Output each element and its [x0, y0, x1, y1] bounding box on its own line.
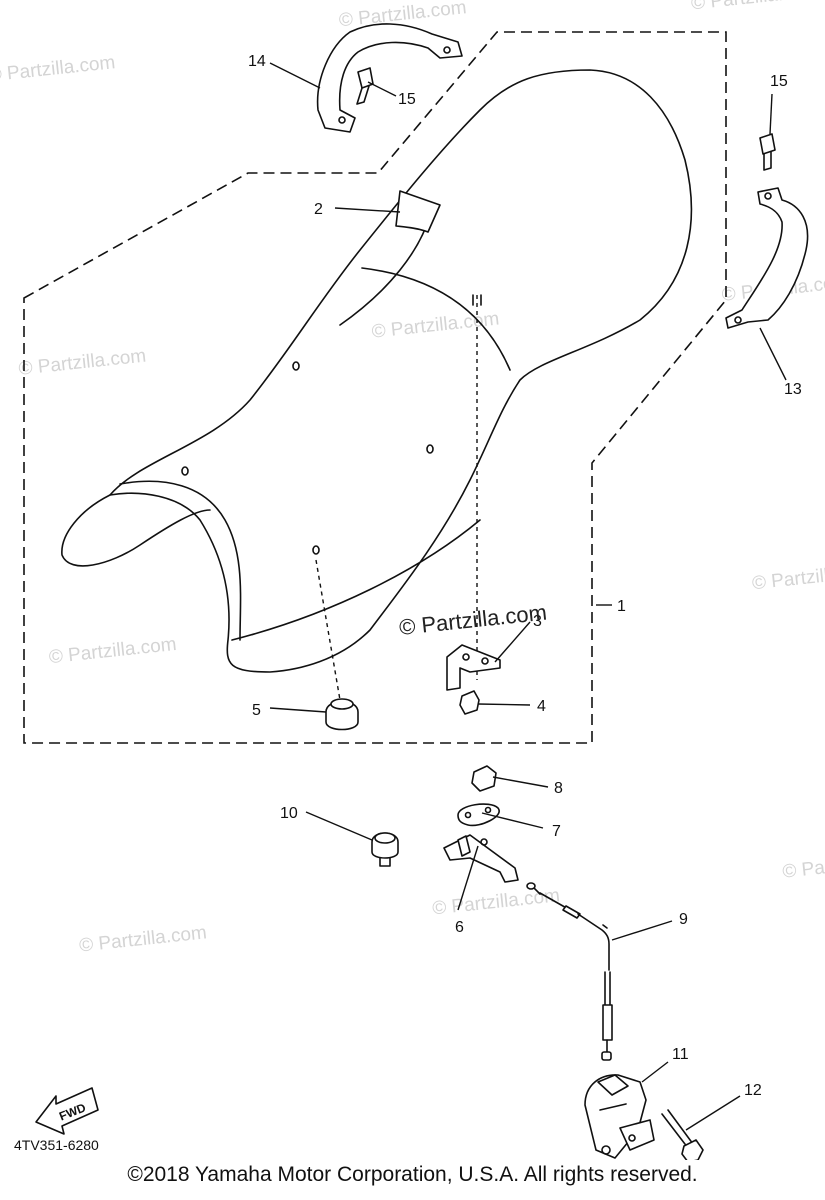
watermark-text: © Partzilla.com: [781, 848, 825, 882]
part-label-4: 4: [537, 698, 546, 715]
part-14-grab-bar: [316, 23, 463, 133]
part-label-1: 1: [617, 598, 626, 615]
part-label-13: 13: [784, 381, 802, 398]
part-label-7: 7: [552, 823, 561, 840]
watermark-text: © Partzilla.com: [48, 634, 178, 668]
parts-diagram: © Partzilla.com © Partzilla.com © Partzi…: [0, 0, 825, 1160]
part-label-5: 5: [252, 702, 261, 719]
part-9-cable: [526, 882, 613, 1061]
watermark-text: © Partzilla.com: [78, 922, 208, 956]
seat-drawing: [61, 69, 693, 673]
part-label-10: 10: [280, 805, 298, 822]
part-label-14: 14: [248, 53, 266, 70]
copyright-notice: ©2018 Yamaha Motor Corporation, U.S.A. A…: [127, 1163, 698, 1186]
part-label-2: 2: [314, 201, 323, 218]
part-3-bracket: [446, 644, 501, 691]
part-4-nut: [459, 690, 480, 715]
diagram-code: 4TV351-6280: [14, 1137, 99, 1153]
fwd-arrow-icon: FWD: [35, 1087, 99, 1135]
part-7-plate: [457, 803, 501, 827]
watermark-text: © Partzilla.com: [371, 308, 501, 342]
watermark-text: © Partzilla.com: [690, 0, 820, 14]
part-5-damper: [325, 698, 359, 731]
part-6-hook: [443, 834, 519, 883]
part-13-grab-bar: [725, 187, 809, 329]
part-label-11: 11: [672, 1046, 689, 1063]
part-label-6: 6: [455, 919, 464, 936]
part-label-15-right: 15: [770, 73, 788, 90]
part-10-damper: [371, 832, 399, 867]
leader-lines: [269, 62, 787, 1131]
part-12-bolt: [661, 1109, 704, 1160]
part-15-bolt-left: [356, 67, 374, 105]
part-label-9: 9: [679, 911, 688, 928]
hardware-line: [315, 559, 341, 701]
center-watermark: © Partzilla.com: [398, 600, 548, 640]
watermark-layer: © Partzilla.com © Partzilla.com © Partzi…: [0, 0, 825, 957]
part-number-labels: 1 2 3 4 5 6 7 8 9 10 11 12 13 14 15 15: [248, 53, 802, 1099]
part-15-bolt-right: [759, 133, 776, 171]
part-11-lock: [584, 1074, 655, 1159]
watermark-text: © Partzilla.com: [751, 560, 825, 594]
part-label-3: 3: [533, 613, 542, 630]
watermark-text: © Partzilla.com: [0, 52, 116, 86]
part-2-strap: [395, 190, 441, 233]
part-label-12: 12: [744, 1082, 762, 1099]
watermark-text: © Partzilla.com: [18, 346, 148, 380]
part-8-nut: [471, 765, 497, 792]
assembly-boundary: [23, 31, 727, 744]
part-label-15-left: 15: [398, 91, 416, 108]
watermark-text: © Partzilla.com: [431, 885, 561, 919]
part-label-8: 8: [554, 780, 563, 797]
